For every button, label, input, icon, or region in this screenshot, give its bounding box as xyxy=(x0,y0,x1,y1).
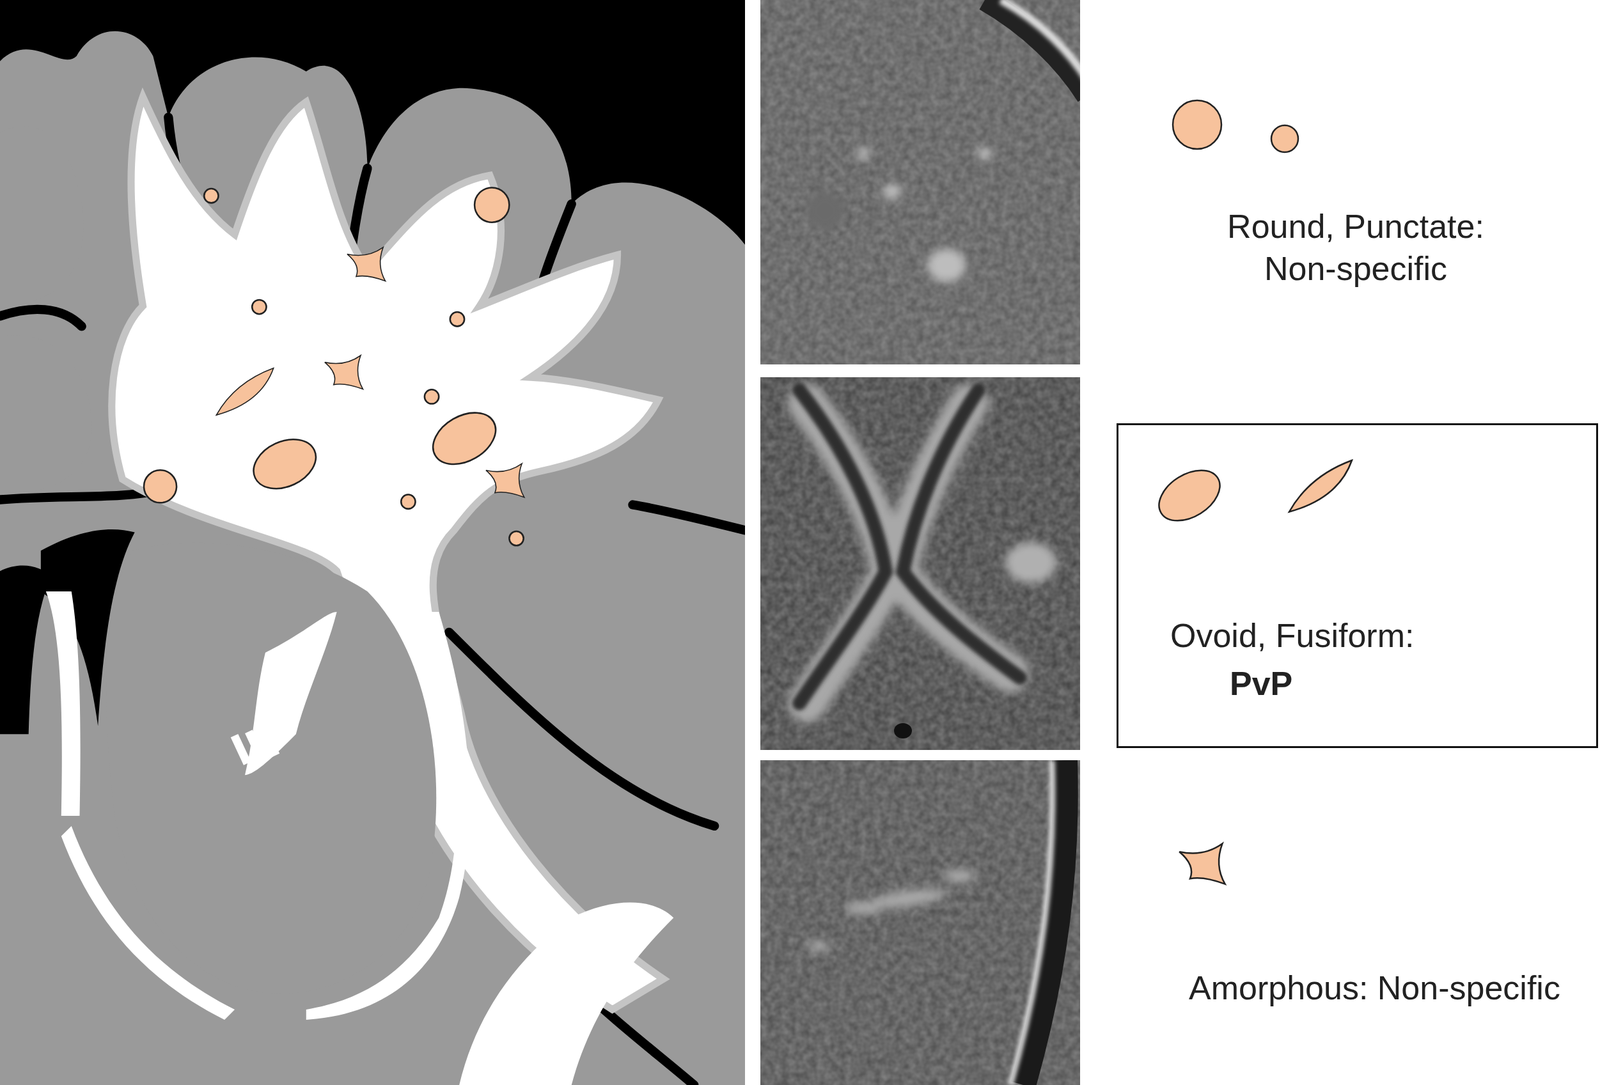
lesion-shape xyxy=(1289,460,1352,513)
lesion xyxy=(324,355,364,390)
lesion xyxy=(423,402,505,475)
background xyxy=(0,0,746,1085)
shape-label: Ovoid, Fusiform: xyxy=(1170,614,1414,657)
lesion xyxy=(347,247,386,282)
shape-caption: Amorphous: Non-specific xyxy=(1188,966,1561,1010)
lesion xyxy=(400,494,416,510)
mri-ground xyxy=(760,0,1081,365)
lesion xyxy=(1271,125,1299,153)
mri-ground xyxy=(760,377,1081,751)
mri-texture xyxy=(760,760,1081,1085)
lesion xyxy=(474,187,510,222)
lesion-shape xyxy=(216,368,274,416)
lesion xyxy=(143,470,177,503)
brain-section xyxy=(0,0,746,1085)
lesion-shape xyxy=(486,463,525,498)
cortex xyxy=(0,31,746,1085)
lesion-shape xyxy=(1172,100,1222,150)
lesion xyxy=(1179,844,1225,885)
mri-lesions xyxy=(805,147,992,283)
skull-dark xyxy=(984,0,1081,96)
lesion xyxy=(450,312,465,327)
mri-panel xyxy=(760,0,1081,365)
temporal-white-matter xyxy=(459,902,674,1085)
skull xyxy=(1000,0,1081,80)
mri-panel xyxy=(760,377,1081,751)
ventricle xyxy=(0,565,52,735)
lesion xyxy=(251,299,267,314)
lesion-shape xyxy=(324,355,364,390)
internal-capsule xyxy=(61,611,471,1020)
lesion-shape xyxy=(400,494,416,510)
lesions xyxy=(143,187,525,546)
skull xyxy=(1010,760,1053,1085)
shape-caption: Round, Punctate: Non-specific xyxy=(1189,205,1522,290)
mri-texture xyxy=(760,377,1081,751)
lesion-shape xyxy=(423,402,505,475)
highlight-box: Ovoid, Fusiform: PvP xyxy=(1116,423,1599,749)
lesion-shape xyxy=(1179,844,1225,885)
left-gyri xyxy=(0,125,93,492)
mri-ground xyxy=(760,760,1081,1085)
pattern-name: PvP xyxy=(1229,662,1293,705)
basal-ganglia xyxy=(106,542,437,994)
lesion xyxy=(216,368,274,416)
lesion xyxy=(486,463,525,498)
lesion-shape xyxy=(474,187,510,222)
lesion xyxy=(1149,459,1229,531)
lesion-shape xyxy=(143,470,177,503)
mri-lesion xyxy=(1005,542,1057,584)
ventricles xyxy=(799,390,1020,704)
lesion xyxy=(203,188,219,203)
lesion-shape xyxy=(424,389,439,404)
lesion-shape xyxy=(245,429,324,499)
mri-texture xyxy=(760,0,1081,365)
lesion xyxy=(424,389,439,404)
septum xyxy=(46,591,81,816)
mri-panel xyxy=(760,760,1081,1085)
lesion xyxy=(509,531,524,546)
lesion xyxy=(1172,100,1222,150)
lesion-shape xyxy=(203,188,219,203)
lesion-shape xyxy=(1271,125,1299,153)
lesion-shape xyxy=(509,531,524,546)
lesion-shape xyxy=(347,247,386,282)
lesion xyxy=(1289,460,1352,513)
lesion-shape xyxy=(1149,459,1229,531)
sulci xyxy=(0,117,746,1085)
lesion xyxy=(245,429,324,499)
lesion-shape xyxy=(251,299,267,314)
lesion-shape xyxy=(450,312,465,327)
mri-lesions xyxy=(807,869,976,952)
vessel-dot xyxy=(894,723,912,739)
